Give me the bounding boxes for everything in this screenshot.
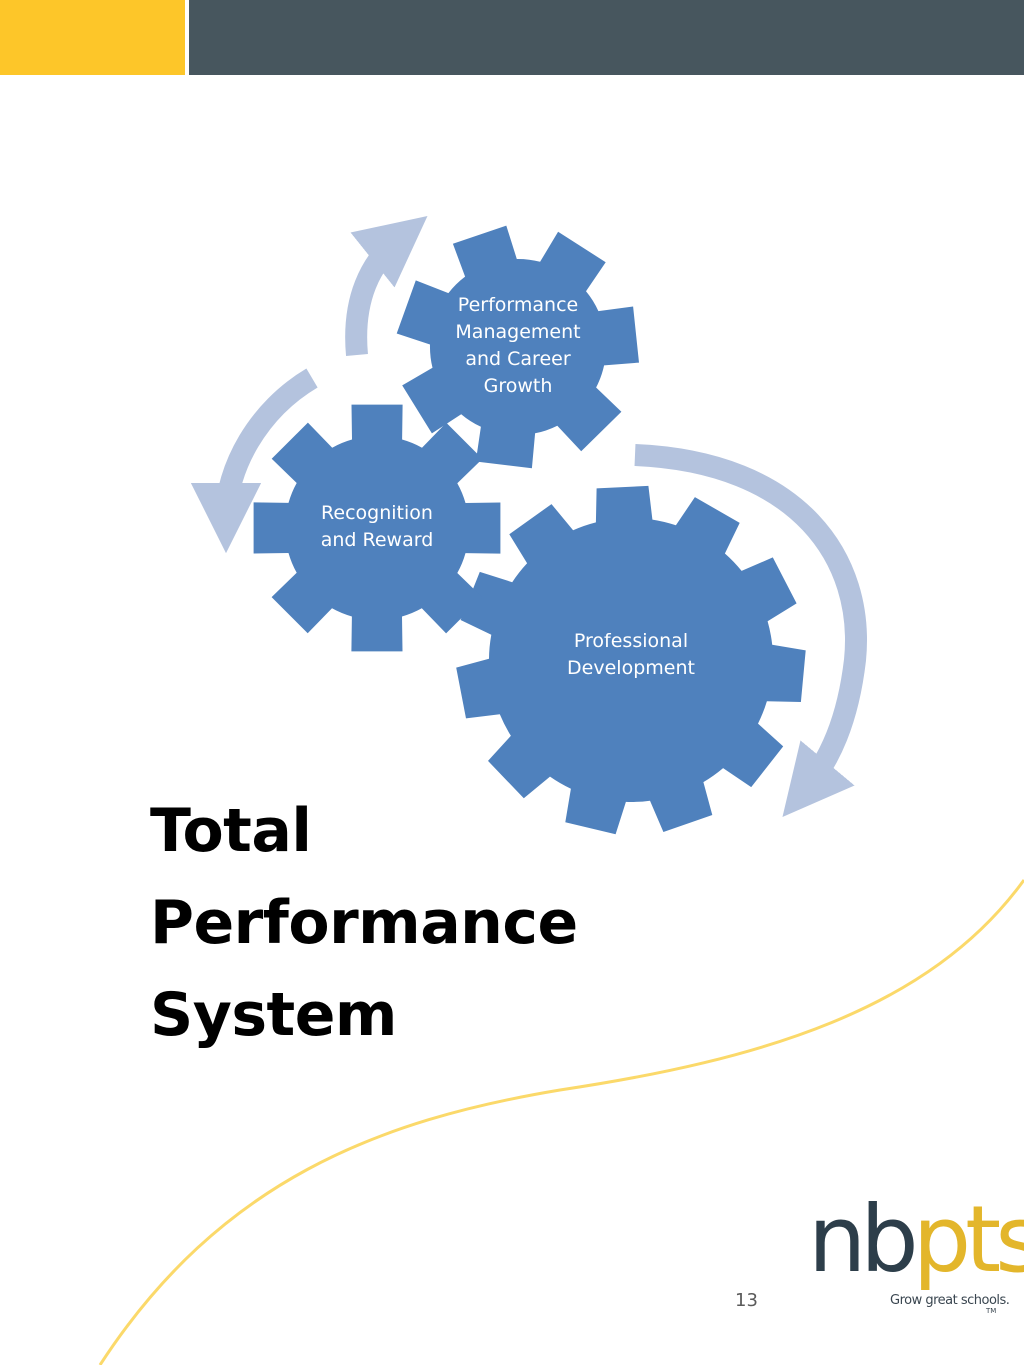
cycle-arrow bbox=[345, 215, 428, 356]
header-bar bbox=[189, 0, 1024, 75]
slide-title: Total Performance System bbox=[150, 785, 710, 1061]
slide-title-line: Performance bbox=[150, 888, 578, 958]
gear-label-recognition: Recognition and Reward bbox=[320, 502, 434, 551]
gear-professional-development bbox=[456, 485, 806, 835]
logo-trademark: TM bbox=[986, 1307, 997, 1315]
cycle-arrow bbox=[190, 368, 318, 554]
gear-label-performance: Performance Management and Career Growth bbox=[455, 294, 581, 397]
logo-wordmark: nbpts bbox=[808, 1185, 1024, 1295]
page-number: 13 bbox=[735, 1290, 758, 1311]
cycle-arrow bbox=[634, 444, 867, 818]
gear-label-development: Professional Development bbox=[567, 630, 695, 679]
slide-title-line: System bbox=[150, 980, 397, 1050]
logo-wordmark-nb: nb bbox=[808, 1186, 919, 1293]
gear-recognition-and-reward bbox=[253, 404, 501, 652]
slide-title-line: Total bbox=[150, 796, 312, 866]
header-accent-bar bbox=[0, 0, 185, 75]
gear-performance-management bbox=[396, 225, 639, 469]
logo-tagline: Grow great schools. bbox=[890, 1293, 1010, 1308]
decorative-swoosh bbox=[98, 879, 1024, 1365]
nbpts-logo: nbpts Grow great schools. TM bbox=[808, 1186, 1024, 1325]
logo-wordmark-pts: pts bbox=[912, 1186, 1024, 1293]
